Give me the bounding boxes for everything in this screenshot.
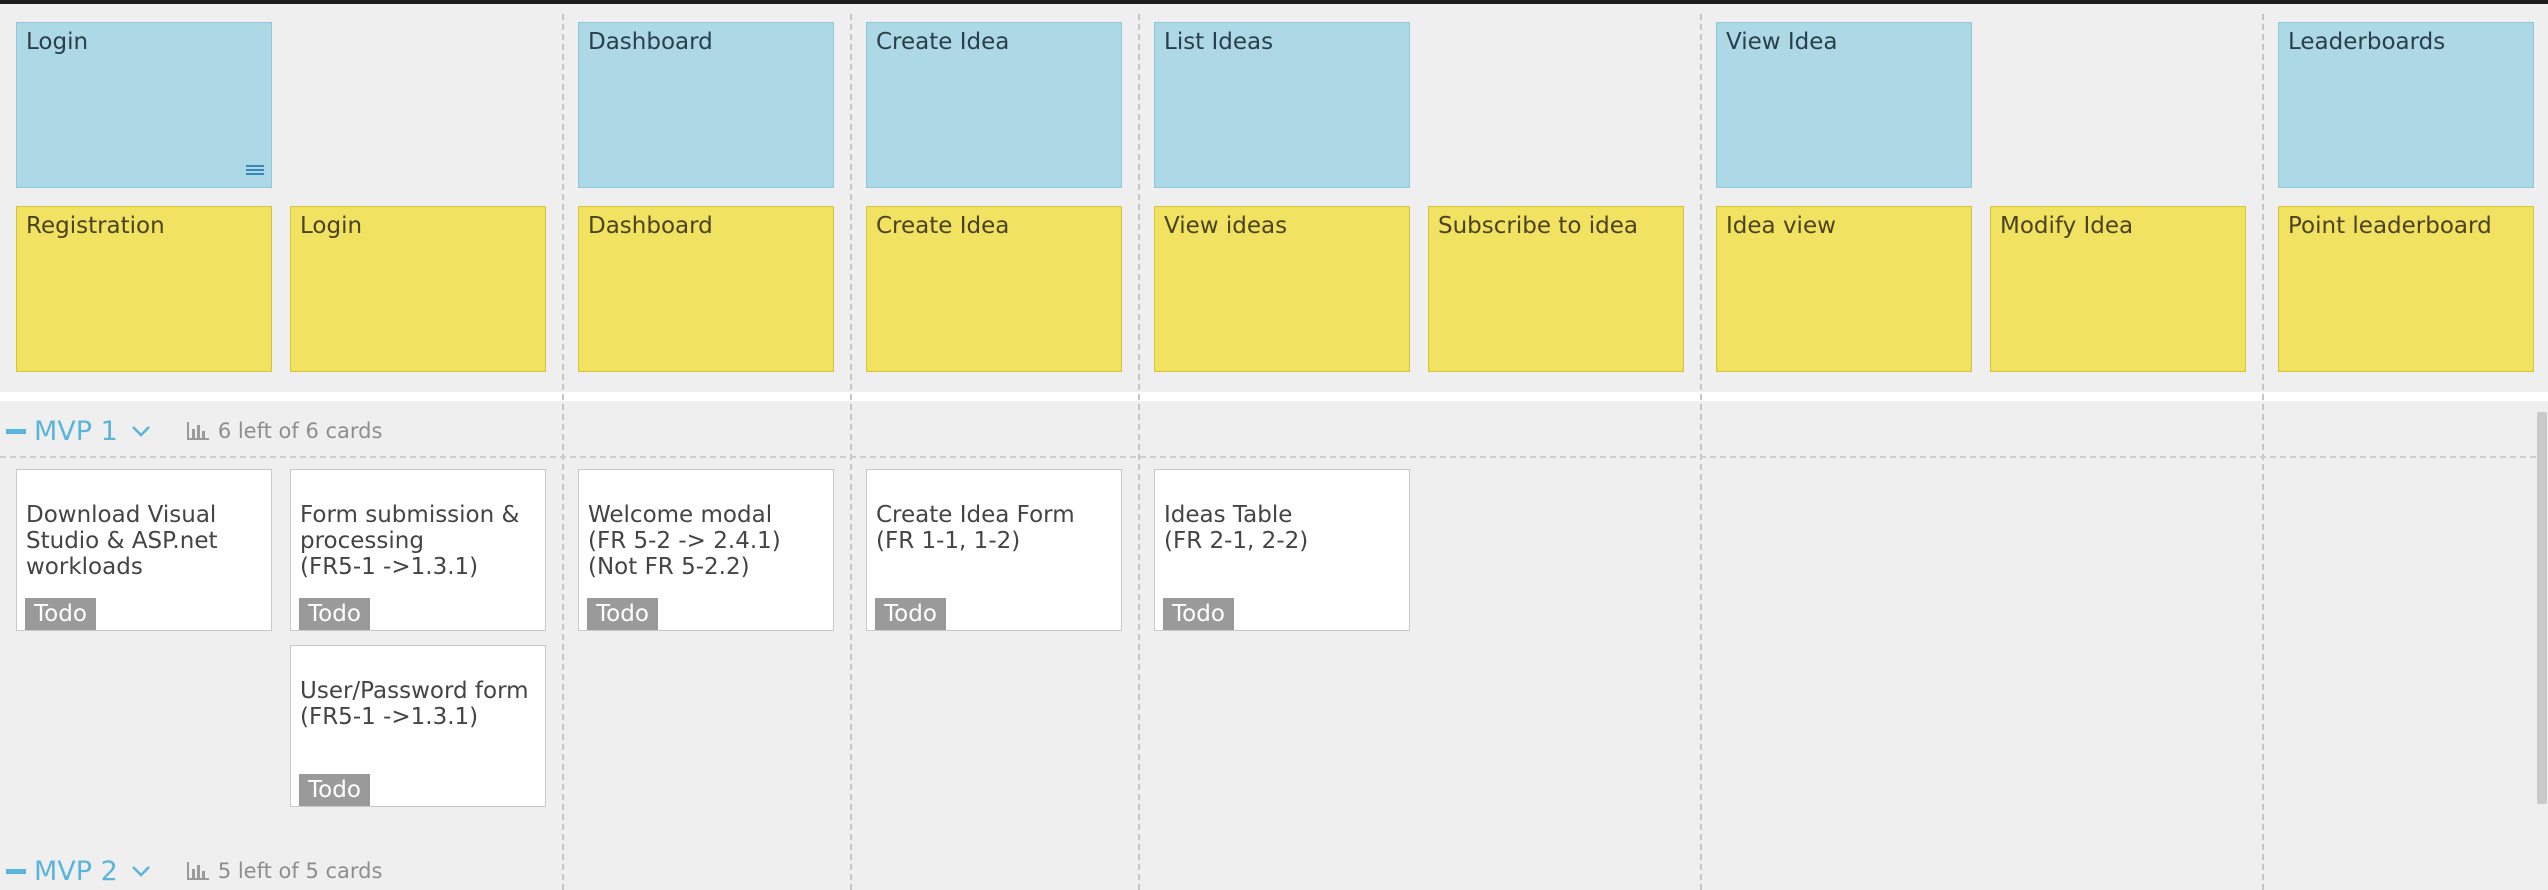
story-card-text: User/Password form (FR5-1 ->1.3.1) xyxy=(300,678,529,730)
bar-chart-icon xyxy=(186,422,209,440)
story-card[interactable]: Welcome modal (FR 5-2 -> 2.4.1) (Not FR … xyxy=(578,469,834,631)
description-lines-icon xyxy=(246,165,264,179)
chevron-down-icon[interactable] xyxy=(130,420,152,442)
step-card-modify-idea[interactable]: Modify Idea xyxy=(1990,206,2246,372)
story-card[interactable]: Create Idea Form (FR 1-1, 1-2) Todo xyxy=(866,469,1122,631)
story-card-text: Create Idea Form (FR 1-1, 1-2) xyxy=(876,502,1075,554)
status-tag: Todo xyxy=(587,598,658,630)
release-stats: 6 left of 6 cards xyxy=(186,419,383,443)
status-tag: Todo xyxy=(25,598,96,630)
activity-card-title: Create Idea xyxy=(876,29,1010,55)
step-card-title: Registration xyxy=(26,213,165,239)
column-divider xyxy=(562,14,564,890)
status-tag: Todo xyxy=(1163,598,1234,630)
story-card-text: Download Visual Studio & ASP.net workloa… xyxy=(26,502,218,580)
release-name[interactable]: MVP 1 xyxy=(34,415,118,447)
activity-card-list-ideas[interactable]: List Ideas xyxy=(1154,22,1410,188)
step-card-login[interactable]: Login xyxy=(290,206,546,372)
release-divider xyxy=(0,456,2536,458)
release-name[interactable]: MVP 2 xyxy=(34,855,118,887)
step-card-subscribe-to-idea[interactable]: Subscribe to idea xyxy=(1428,206,1684,372)
column-divider xyxy=(2262,14,2264,890)
activity-card-title: List Ideas xyxy=(1164,29,1274,55)
step-card-title: View ideas xyxy=(1164,213,1288,239)
minus-icon[interactable] xyxy=(6,868,26,874)
status-tag: Todo xyxy=(875,598,946,630)
step-card-title: Dashboard xyxy=(588,213,713,239)
activity-card-view-idea[interactable]: View Idea xyxy=(1716,22,1972,188)
activity-card-title: Login xyxy=(26,29,89,55)
minus-icon[interactable] xyxy=(6,428,26,434)
step-card-view-ideas[interactable]: View ideas xyxy=(1154,206,1410,372)
activity-card-create-idea[interactable]: Create Idea xyxy=(866,22,1122,188)
step-card-title: Point leaderboard xyxy=(2288,213,2492,239)
backbone-separator xyxy=(0,392,2548,401)
step-card-title: Idea view xyxy=(1726,213,1836,239)
bar-chart-icon xyxy=(186,862,209,880)
release-stats-text: 6 left of 6 cards xyxy=(217,419,383,443)
step-card-title: Login xyxy=(300,213,363,239)
step-card-dashboard[interactable]: Dashboard xyxy=(578,206,834,372)
step-card-title: Create Idea xyxy=(876,213,1010,239)
column-divider xyxy=(1700,14,1702,890)
column-divider xyxy=(850,14,852,890)
story-card-text: Form submission & processing (FR5-1 ->1.… xyxy=(300,502,520,580)
release-stats-text: 5 left of 5 cards xyxy=(217,859,383,883)
activity-card-leaderboards[interactable]: Leaderboards xyxy=(2278,22,2534,188)
vertical-scrollbar[interactable] xyxy=(2537,412,2547,804)
column-divider xyxy=(1138,14,1140,890)
step-card-create-idea[interactable]: Create Idea xyxy=(866,206,1122,372)
status-tag: Todo xyxy=(299,774,370,806)
step-card-registration[interactable]: Registration xyxy=(16,206,272,372)
story-card-text: Ideas Table (FR 2-1, 2-2) xyxy=(1164,502,1309,554)
release-stats: 5 left of 5 cards xyxy=(186,859,383,883)
step-card-title: Subscribe to idea xyxy=(1438,213,1638,239)
story-card[interactable]: Ideas Table (FR 2-1, 2-2) Todo xyxy=(1154,469,1410,631)
activity-card-title: Leaderboards xyxy=(2288,29,2446,55)
chevron-down-icon[interactable] xyxy=(130,860,152,882)
step-card-title: Modify Idea xyxy=(2000,213,2134,239)
activity-card-title: Dashboard xyxy=(588,29,713,55)
release-header-mvp2: MVP 2 5 left of 5 cards xyxy=(6,851,382,890)
release-header-mvp1: MVP 1 6 left of 6 cards xyxy=(6,411,382,451)
status-tag: Todo xyxy=(299,598,370,630)
activity-card-login[interactable]: Login xyxy=(16,22,272,188)
step-card-point-leaderboard[interactable]: Point leaderboard xyxy=(2278,206,2534,372)
story-card[interactable]: User/Password form (FR5-1 ->1.3.1) Todo xyxy=(290,645,546,807)
step-card-idea-view[interactable]: Idea view xyxy=(1716,206,1972,372)
story-card[interactable]: Download Visual Studio & ASP.net workloa… xyxy=(16,469,272,631)
top-bar xyxy=(0,0,2548,4)
activity-card-dashboard[interactable]: Dashboard xyxy=(578,22,834,188)
story-card-text: Welcome modal (FR 5-2 -> 2.4.1) (Not FR … xyxy=(588,502,781,580)
activity-card-title: View Idea xyxy=(1726,29,1838,55)
story-card[interactable]: Form submission & processing (FR5-1 ->1.… xyxy=(290,469,546,631)
